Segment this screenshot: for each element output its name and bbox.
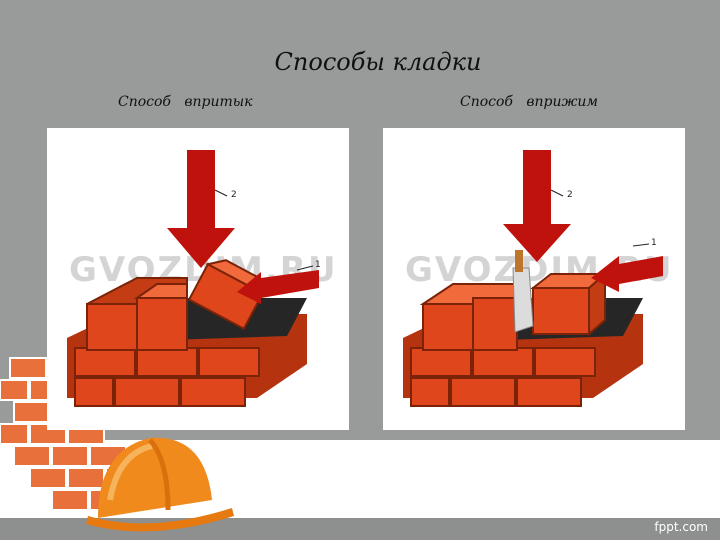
pressure-arrow-2 [167,150,235,268]
pressure-arrow-2 [503,150,571,262]
push-arrow-1 [591,256,663,292]
press-method-illustration: GVOZDIM.RU [383,128,685,430]
hard-hat-icon [86,437,234,532]
brand-watermark: fppt.com [654,520,708,534]
arrow-label-2: 2 [567,190,573,200]
caption-press-method: Способ вприжим [460,94,599,110]
arrow-label-1: 1 [651,238,657,248]
arrow-label-1: 1 [315,260,321,270]
slide-title: Способы кладки [274,48,482,76]
trowel-icon [512,250,534,333]
arrow-label-2: 2 [231,190,237,200]
caption-butt-method: Способ впритык [118,94,253,110]
butt-method-illustration: GVOZDIM.RU [47,128,349,430]
push-arrow-1 [237,270,319,304]
